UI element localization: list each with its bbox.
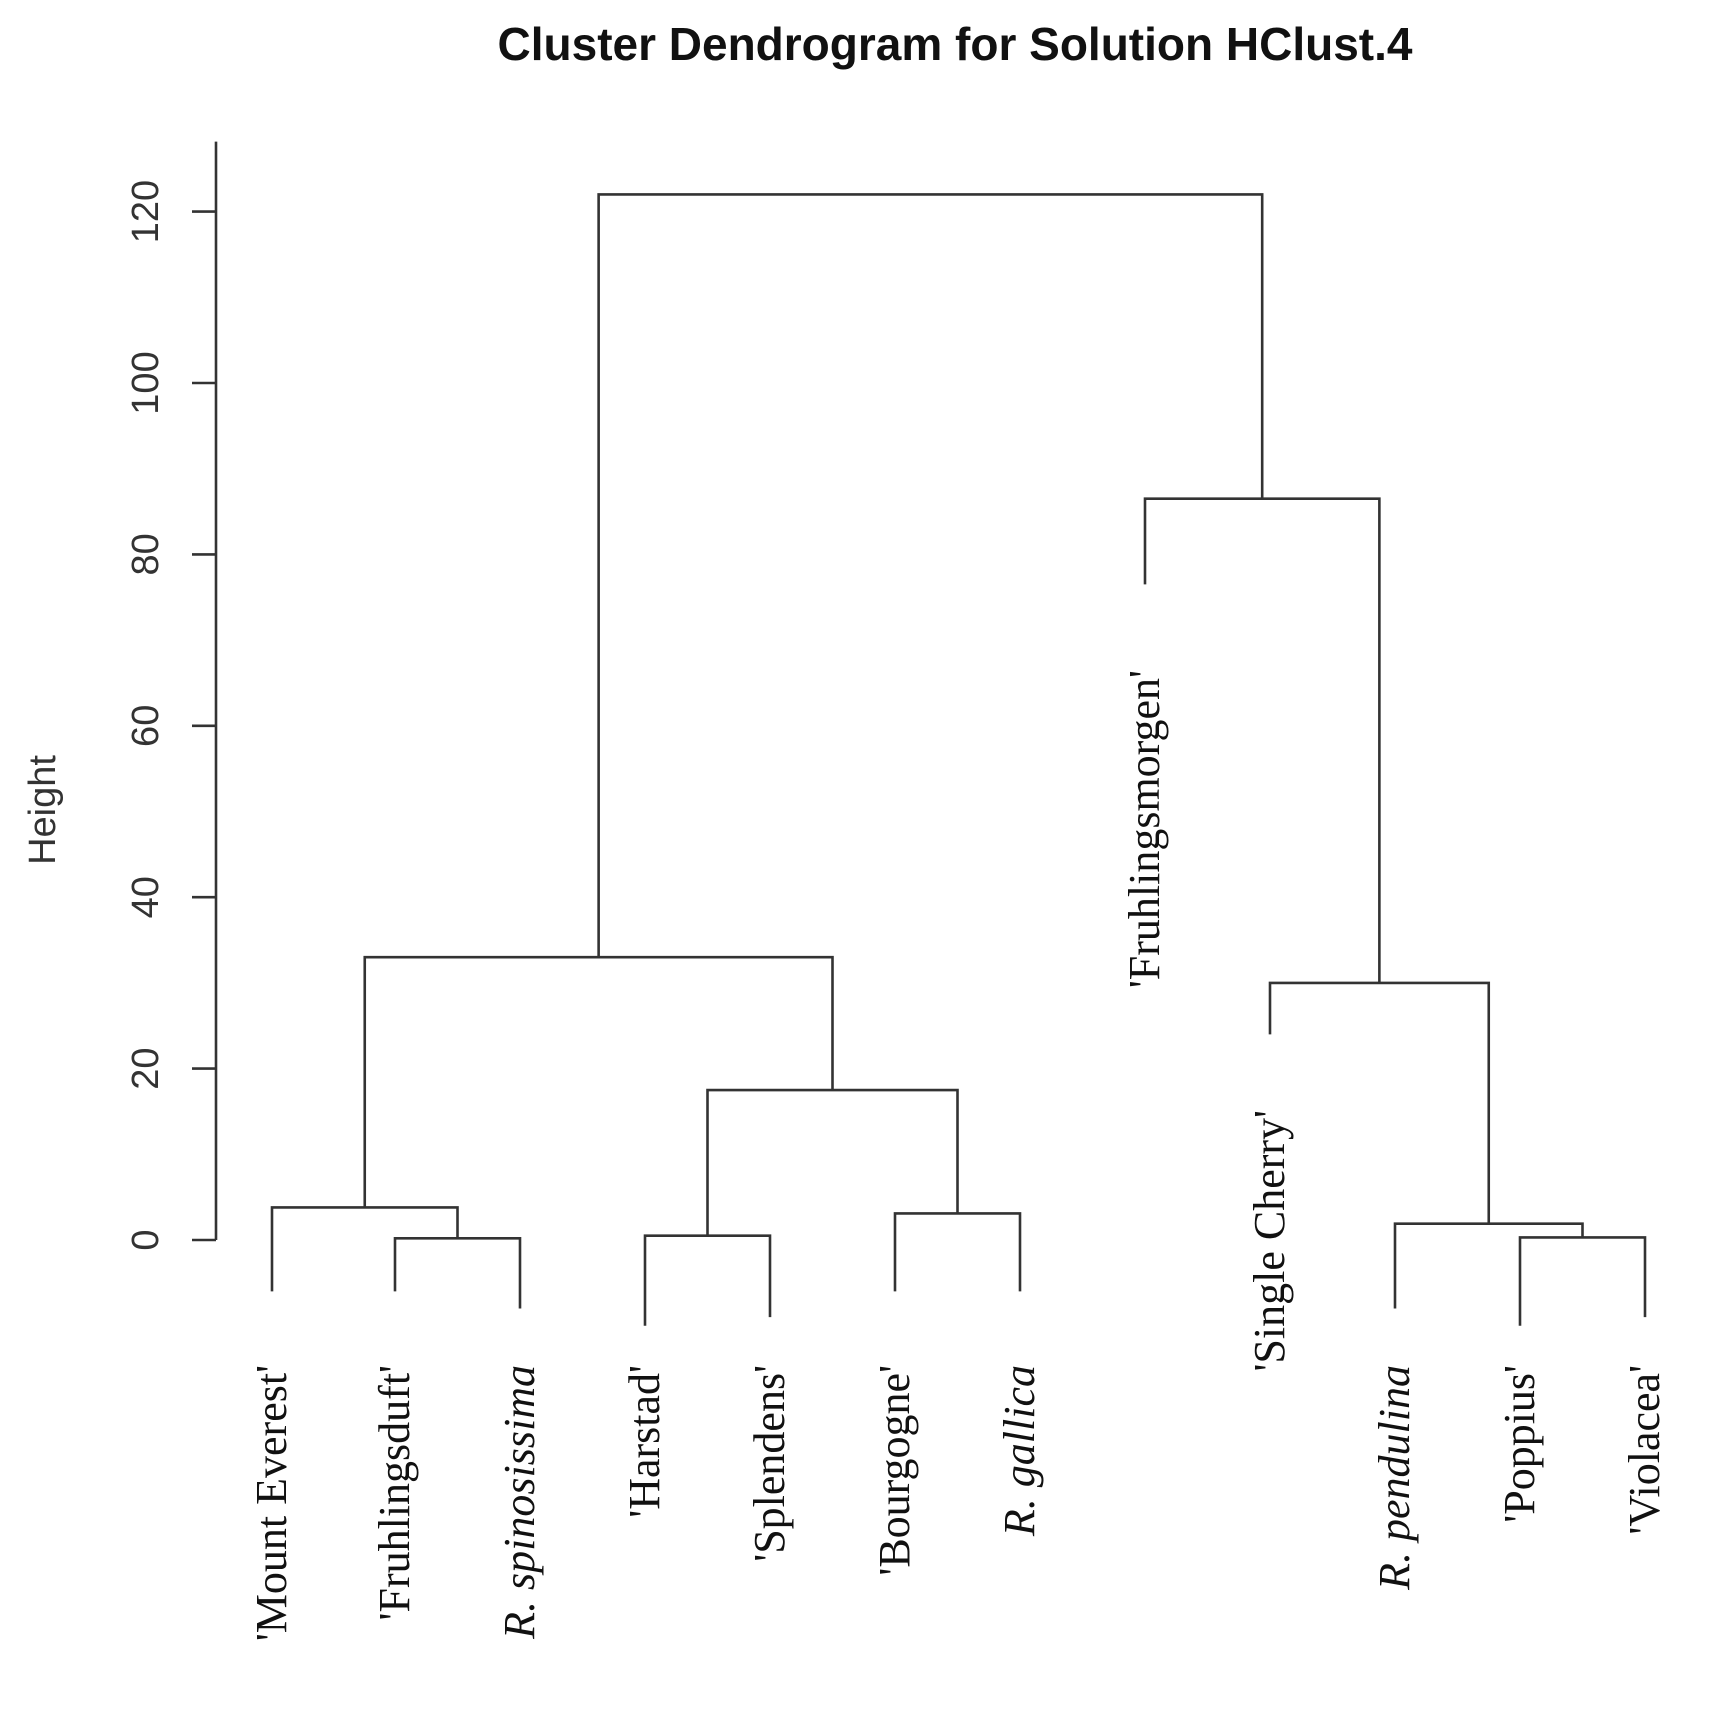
leaf-label: R. gallica bbox=[995, 1365, 1044, 1537]
y-tick-label: 40 bbox=[125, 876, 167, 918]
leaf-label-genus: R. bbox=[495, 1590, 544, 1640]
dendrogram-link bbox=[393, 1236, 522, 1309]
leaf-label: 'Mount Everest' bbox=[247, 1365, 296, 1641]
y-tick-label: 100 bbox=[125, 351, 167, 414]
y-tick-label: 0 bbox=[125, 1229, 167, 1250]
y-axis-label: Height bbox=[22, 755, 64, 865]
dendrogram-link bbox=[893, 1212, 1022, 1292]
dendrogram-link bbox=[1143, 497, 1381, 983]
leaf-label-name: 'Fruhlingsduft' bbox=[370, 1365, 419, 1620]
leaf-label-name: 'Poppius' bbox=[1495, 1365, 1544, 1523]
dendrogram-link bbox=[1393, 1222, 1584, 1309]
dendrogram-link bbox=[597, 193, 1264, 958]
leaf-label: R. spinosissima bbox=[495, 1365, 544, 1640]
leaf-label: 'Poppius' bbox=[1495, 1365, 1544, 1523]
y-tick-label: 60 bbox=[125, 705, 167, 747]
chart-title: Cluster Dendrogram for Solution HClust.4 bbox=[498, 18, 1413, 70]
leaf-label-name: 'Violacea' bbox=[1620, 1365, 1669, 1535]
leaf-label: 'Fruhlingsduft' bbox=[370, 1365, 419, 1620]
dendrogram-link bbox=[363, 955, 834, 1208]
leaf-label-name: 'Single Cherry' bbox=[1245, 1110, 1294, 1372]
leaf-label-name: spinosissima bbox=[495, 1365, 544, 1590]
dendrogram-link bbox=[643, 1234, 772, 1326]
y-axis: 0 20 40 60 80 100 120 bbox=[125, 141, 218, 1251]
dendrogram-link bbox=[270, 1206, 459, 1292]
leaf-label-name: 'Mount Everest' bbox=[247, 1365, 296, 1641]
y-tick-label: 80 bbox=[125, 533, 167, 575]
leaf-labels: 'Mount Everest' 'Fruhlingsduft' R. spinosi… bbox=[247, 670, 1669, 1641]
y-tick-label: 120 bbox=[125, 180, 167, 243]
leaf-label-name: gallica bbox=[995, 1365, 1044, 1487]
y-tick-label: 20 bbox=[125, 1047, 167, 1089]
leaf-label-genus: R. bbox=[1370, 1541, 1419, 1591]
dendrogram-link bbox=[706, 1088, 959, 1236]
leaf-label: 'Violacea' bbox=[1620, 1365, 1669, 1535]
leaf-label-name: 'Splendens' bbox=[745, 1365, 794, 1562]
leaf-label-name: pendulina bbox=[1370, 1365, 1419, 1544]
dendrogram-links bbox=[270, 193, 1647, 1326]
dendrogram-link bbox=[1518, 1236, 1647, 1326]
leaf-label: 'Harstad' bbox=[620, 1365, 669, 1518]
dendrogram-link bbox=[1268, 981, 1491, 1224]
leaf-label: 'Single Cherry' bbox=[1245, 1110, 1294, 1372]
leaf-label-name: 'Bourgogne' bbox=[870, 1365, 919, 1576]
leaf-label: 'Bourgogne' bbox=[870, 1365, 919, 1576]
leaf-label: R. pendulina bbox=[1370, 1365, 1419, 1591]
leaf-label-name: 'Fruhlingsmorgen' bbox=[1120, 670, 1169, 988]
leaf-label: 'Splendens' bbox=[745, 1365, 794, 1562]
leaf-label-genus: R. bbox=[995, 1487, 1044, 1537]
leaf-label-name: 'Harstad' bbox=[620, 1365, 669, 1518]
leaf-label: 'Fruhlingsmorgen' bbox=[1120, 670, 1169, 988]
